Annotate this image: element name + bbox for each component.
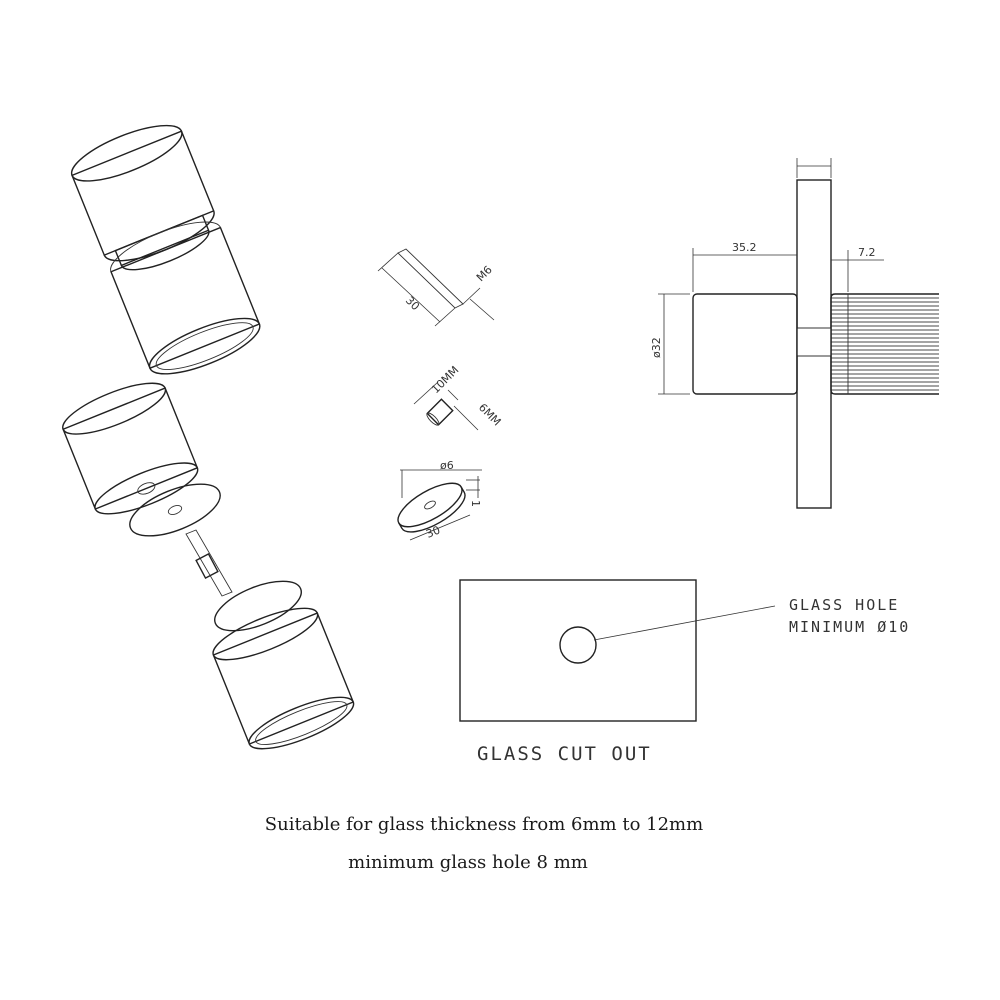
lower-knob-body [110, 226, 261, 370]
exploded-knob-view [62, 382, 355, 750]
glass-cutout-view: GLASS HOLE MINIMUM Ø10 GLASS CUT OUT [459, 579, 910, 765]
washer-thickness-label: 1 [469, 500, 482, 507]
glass-cutout-panel [459, 579, 697, 722]
exploded-upper-knob [62, 387, 199, 510]
knob-diameter-label: ø32 [650, 337, 663, 358]
spacer-diameter-label: 6MM [476, 401, 504, 429]
caption-glass-thickness: Suitable for glass thickness from 6mm to… [264, 814, 704, 835]
exploded-lower-knob [212, 612, 355, 745]
washer-detail: ø6 1 30 [397, 459, 482, 541]
knob-length-label: 35.2 [732, 241, 757, 254]
stud-detail: 30 M6 [377, 248, 495, 327]
washer-hole-label: ø6 [440, 459, 454, 472]
glass-hole [559, 626, 597, 664]
glass-hole-label-line2: MINIMUM Ø10 [789, 618, 910, 636]
glass-hole-leader [593, 605, 776, 641]
glass-hole-label-line1: GLASS HOLE [789, 596, 899, 614]
lower-knob-face [148, 317, 261, 375]
exploded-spacer [195, 552, 219, 580]
knob-right-section [831, 294, 939, 394]
washer-diameter-label: 30 [424, 523, 442, 540]
knob-left-section [692, 293, 798, 395]
exploded-stud [185, 529, 233, 597]
exploded-washer-bottom [214, 580, 302, 632]
assembled-knob-view [70, 124, 261, 375]
stud-length-label: 30 [403, 294, 422, 313]
glass-cutout-title: GLASS CUT OUT [477, 743, 652, 765]
spacer-length-label: 10MM [429, 364, 462, 397]
exploded-washer-top [129, 483, 221, 537]
spacer-detail: 10MM 6MM [413, 364, 504, 431]
caption-minimum-hole: minimum glass hole 8 mm [348, 852, 588, 873]
side-section-view: 35.2 7.2 ø32 [650, 158, 939, 509]
knob-gap-label: 7.2 [858, 246, 876, 259]
upper-knob-top [70, 124, 183, 182]
stud-thread-label: M6 [474, 263, 495, 284]
